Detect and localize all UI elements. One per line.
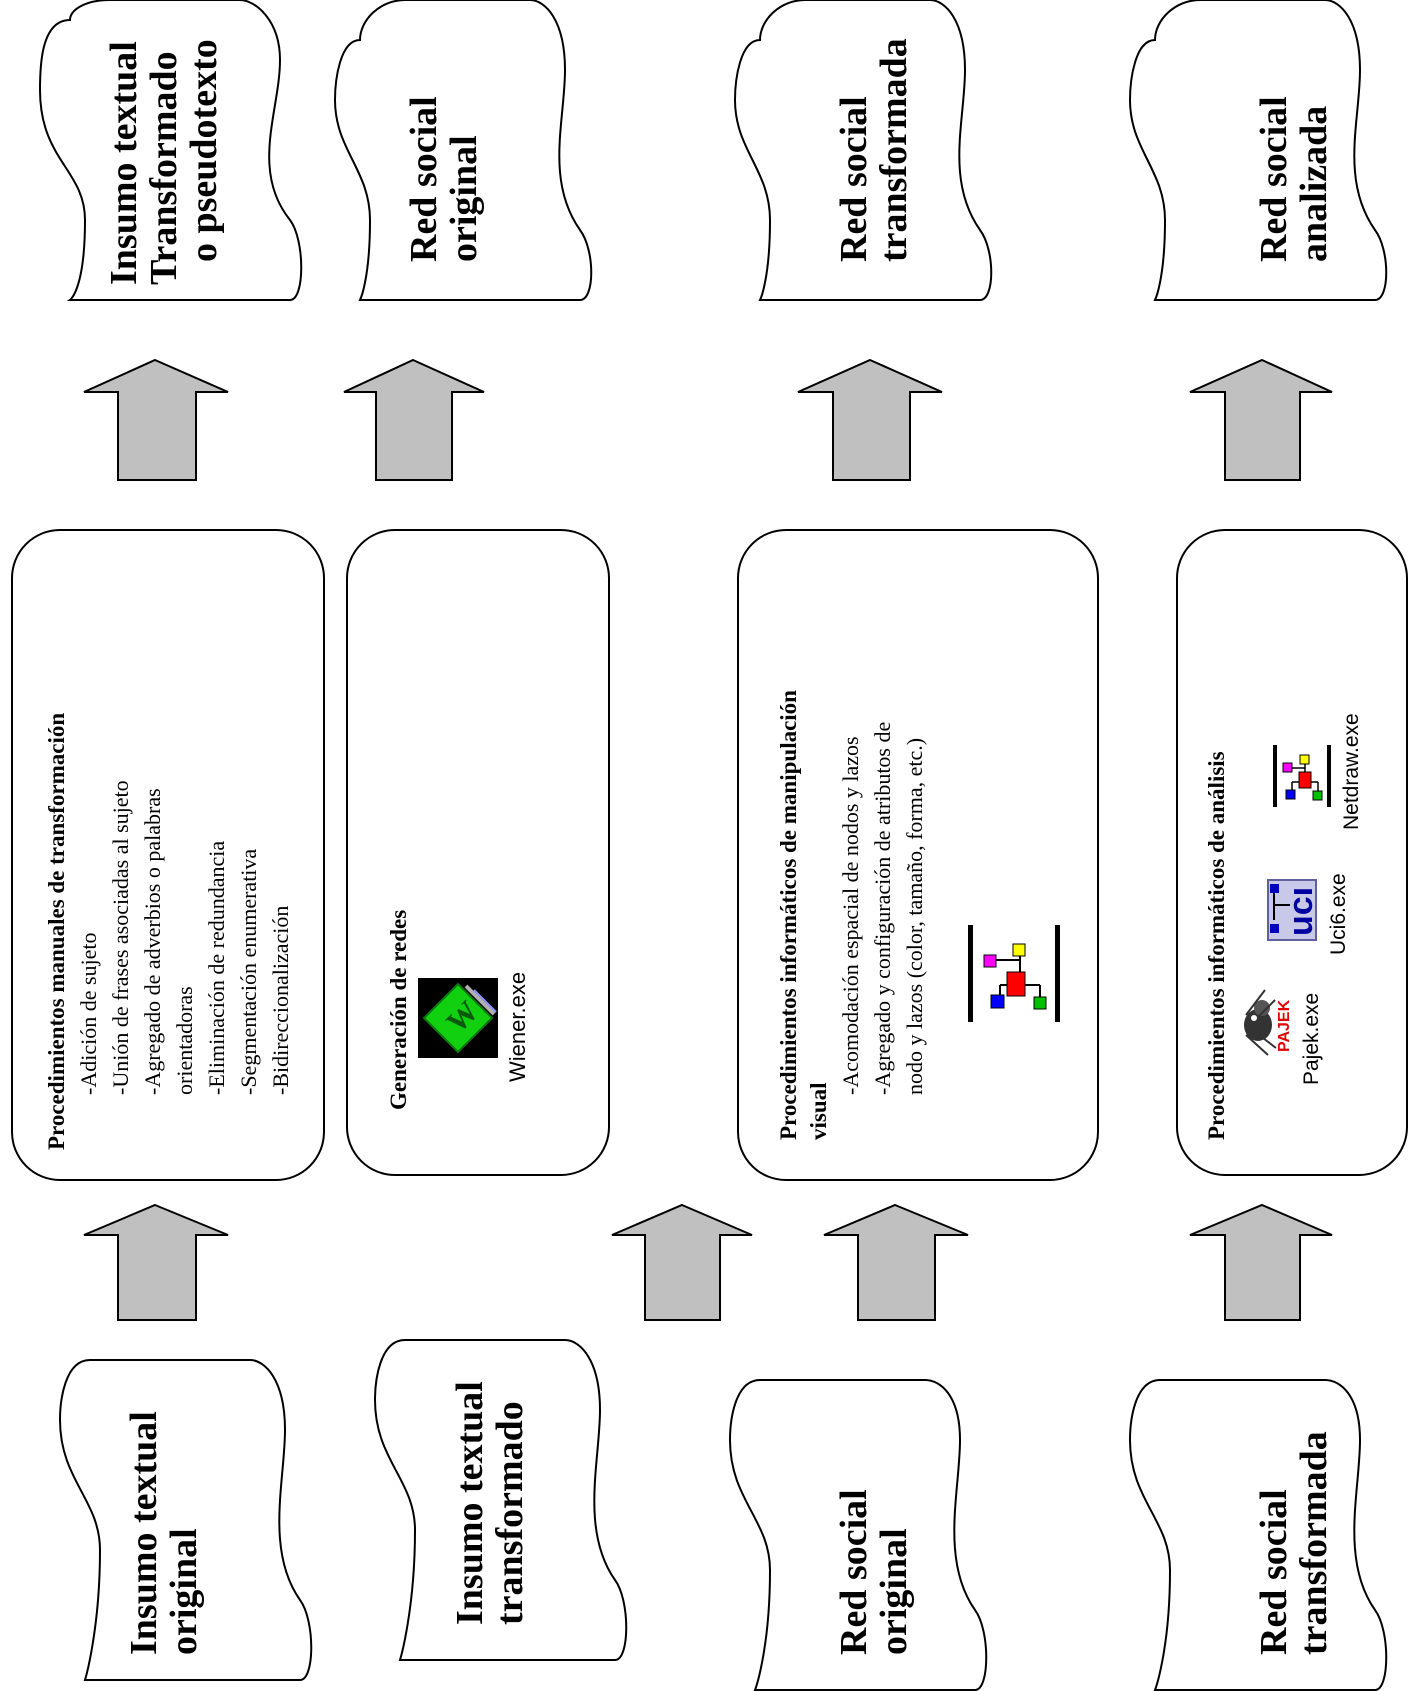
netdraw-label: Netdraw.exe [1340,713,1363,830]
input-doc-2-line-2: transformado [489,1401,531,1625]
output-doc-4-line-2: analizada [1293,106,1335,262]
process-3-item-2: -Agregado y configuración de atributos d… [870,722,895,1095]
arrow-up-3-bottom [823,1203,969,1321]
output-doc-1-line-2: Transformado [143,51,185,285]
output-doc-4 [1128,0,1388,301]
output-doc-3-line-1: Red social [833,96,875,262]
output-doc-2-line-1: Red social [403,96,445,262]
input-doc-1-line-1: Insumo textual [123,1411,165,1655]
arrow-up-4-top [1189,358,1333,481]
process-1-item-1: -Adición de sujeto [76,932,101,1095]
process-1-item-5: -Eliminación de redundancia [204,841,229,1095]
pajek-label: Pajek.exe [1300,993,1323,1085]
output-doc-4-line-1: Red social [1253,96,1295,262]
output-doc-1-line-1: Insumo textual [103,41,145,285]
process-1-item-3: -Agregado de adverbios o palabras [140,788,165,1095]
input-doc-4-line-1: Red social [1253,1489,1295,1655]
process-1-item-6: -Segmentación enumerativa [236,849,261,1095]
pajek-icon: PAJEK [1244,989,1293,1056]
svg-text:ucı: ucı [1282,887,1320,936]
process-1-item-7: -Bidireccionalización [268,906,293,1095]
arrow-up-4-bottom [1189,1203,1333,1321]
arrow-up-1-top [83,358,229,481]
output-doc-2 [333,0,593,301]
process-box-2 [346,529,610,1176]
uci-label: Uci6.exe [1327,873,1350,955]
input-doc-3 [728,1379,988,1691]
process-4-title: Procedimientos informáticos de análisis [1204,751,1229,1140]
netdraw-icon-large [968,925,1060,1022]
input-doc-2 [373,1339,628,1661]
input-doc-4 [1128,1379,1388,1691]
process-1-title: Procedimientos manuales de transformació… [44,713,69,1150]
input-doc-4-line-2: transformada [1293,1431,1335,1655]
process-3-title-line-2: visual [806,1082,831,1140]
output-doc-1-line-3: o pseudotexto [183,39,225,262]
input-doc-1-line-2: original [163,1528,205,1655]
output-doc-3 [733,0,993,301]
process-1-item-2: -Unión de frases asociadas al sujeto [108,780,133,1095]
svg-text:PAJEK: PAJEK [1276,999,1293,1052]
process-2-title: Generación de redes [386,910,411,1110]
arrow-up-1-bottom [83,1203,229,1321]
input-doc-3-line-2: original [873,1528,915,1655]
arrow-up-3-top [797,358,943,481]
uci-icon: ucı [1267,879,1320,941]
process-box-4 [1176,529,1408,1176]
process-box-3 [737,529,1099,1181]
arrow-up-2-top [343,358,485,481]
netdraw-icon-small [1273,745,1331,807]
output-doc-1 [38,0,303,301]
input-doc-1 [58,1359,313,1681]
process-box-1 [11,529,325,1181]
output-doc-2-line-2: original [443,135,485,262]
input-doc-2-line-1: Insumo textual [449,1381,491,1625]
wiener-label: Wiener.exe [505,972,530,1082]
process-3-item-1: -Acomodación espacial de nodos y lazos [838,736,863,1095]
output-doc-3-line-2: transformada [873,38,915,262]
arrow-up-2-bottom [611,1203,753,1321]
process-3-title-line-1: Procedimientos informáticos de manipulac… [776,690,801,1140]
process-3-item-3: nodo y lazos (color, tamaño, forma, etc.… [902,738,927,1095]
process-1-item-4: orientadoras [172,986,197,1095]
input-doc-3-line-1: Red social [833,1489,875,1655]
wiener-icon: W [418,978,498,1058]
